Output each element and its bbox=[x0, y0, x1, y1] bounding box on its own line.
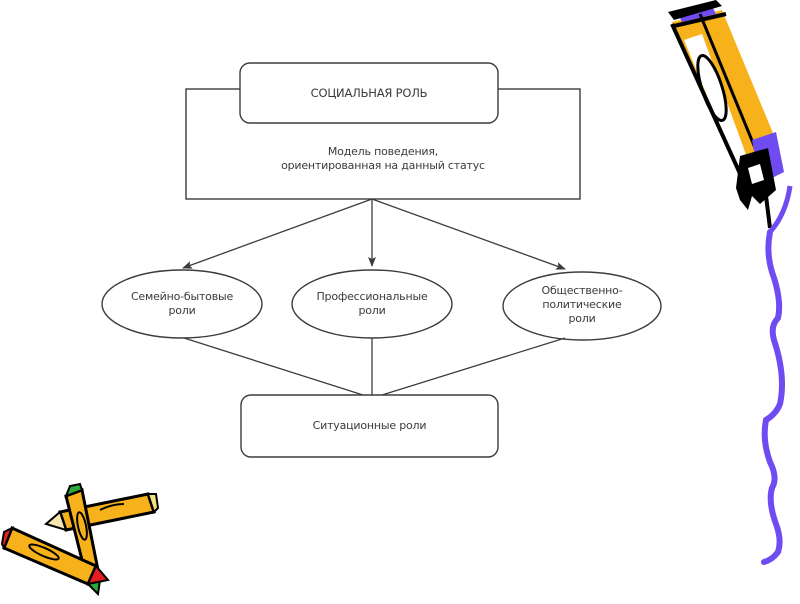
definition-line-2: ориентированная на данный статус bbox=[281, 159, 485, 172]
family-roles-label: Семейно-бытовые роли bbox=[102, 290, 262, 318]
political-roles-label: Общественно- политические роли bbox=[503, 284, 661, 326]
definition-box-text: Модель поведения, ориентированная на дан… bbox=[186, 145, 580, 173]
political-roles-line-2: политические bbox=[542, 298, 622, 311]
family-roles-line-2: роли bbox=[168, 304, 196, 317]
political-roles-line-1: Общественно- bbox=[541, 284, 623, 297]
professional-roles-label: Профессиональные роли bbox=[292, 290, 452, 318]
family-roles-line-1: Семейно-бытовые bbox=[130, 290, 234, 303]
line-family-to-situational bbox=[183, 337, 364, 396]
definition-line-1: Модель поведения, bbox=[327, 145, 439, 158]
title-box bbox=[239, 62, 499, 124]
situational-roles-label: Ситуационные роли bbox=[312, 419, 427, 432]
line-political-to-situational bbox=[381, 337, 566, 396]
crayon-pen-icon bbox=[668, 0, 793, 234]
arrow-to-political-roles bbox=[371, 198, 566, 270]
purple-squiggle-icon bbox=[761, 229, 785, 565]
professional-roles-line-2: роли bbox=[358, 304, 386, 317]
title-box-label: СОЦИАЛЬНАЯ РОЛЬ bbox=[310, 86, 428, 100]
political-roles-node bbox=[502, 271, 662, 341]
crossed-pencils-icon bbox=[0, 482, 160, 597]
professional-roles-line-1: Профессиональные bbox=[316, 290, 428, 303]
arrow-to-family-roles bbox=[182, 198, 373, 269]
situational-roles-box bbox=[240, 394, 499, 458]
political-roles-line-3: роли bbox=[568, 312, 596, 325]
family-roles-node bbox=[101, 269, 263, 339]
